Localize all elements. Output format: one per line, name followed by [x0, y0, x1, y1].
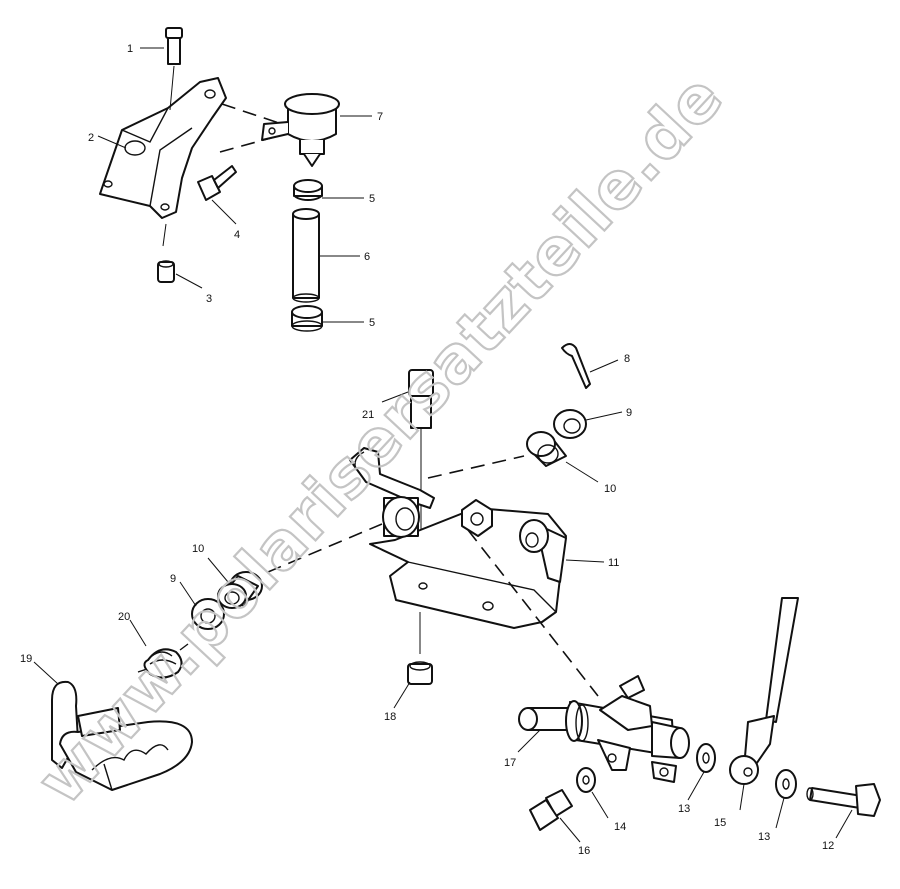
hose-6	[292, 208, 320, 303]
callout-21: 21	[362, 409, 374, 421]
callout-numbers: 1 2 3 4 5 5 6 7 8 9 9 10 10 11 12 13 13 …	[20, 43, 834, 857]
callout-5-upper: 5	[369, 193, 375, 205]
callout-7: 7	[377, 111, 383, 123]
callout-10-left: 10	[192, 543, 204, 555]
callout-17: 17	[504, 757, 516, 769]
spring-20	[137, 643, 189, 679]
master-cylinder-17	[518, 675, 690, 783]
bolt-12	[806, 783, 881, 817]
brake-pedal-19	[51, 680, 193, 791]
pivot-bolt-head	[461, 499, 493, 537]
callout-20: 20	[118, 611, 130, 623]
bushing-10-right	[526, 431, 567, 467]
callout-16: 16	[578, 845, 590, 857]
washer-13-right	[775, 769, 797, 799]
leader-lines	[33, 47, 853, 843]
brake-rod-15	[729, 597, 799, 785]
callout-9-right: 9	[626, 407, 632, 419]
bolt-21	[408, 369, 434, 429]
cotter-pin-8	[561, 343, 591, 389]
spacer-boss-left	[382, 496, 420, 538]
callout-13-right: 13	[758, 831, 770, 843]
callout-2: 2	[88, 132, 94, 144]
callout-19: 19	[20, 653, 32, 665]
reservoir-7	[261, 93, 340, 167]
nut-18	[407, 661, 433, 685]
callout-6: 6	[364, 251, 370, 263]
callout-14: 14	[614, 821, 626, 833]
washer-9-right	[553, 409, 587, 439]
callout-15: 15	[714, 817, 726, 829]
callout-13-left: 13	[678, 803, 690, 815]
callout-3: 3	[206, 293, 212, 305]
bracket-mount	[99, 65, 227, 247]
bolt-4	[197, 165, 237, 201]
washer-9-left	[191, 598, 225, 630]
bolt-1	[165, 27, 183, 65]
clamp-5-upper	[293, 179, 323, 201]
callout-11: 11	[608, 557, 619, 569]
bushing-10-left	[217, 571, 263, 609]
callout-8: 8	[624, 353, 630, 365]
bolt-16	[529, 789, 573, 831]
nut-3	[157, 260, 175, 283]
callout-9-left: 9	[170, 573, 176, 585]
callout-1: 1	[127, 43, 133, 55]
callout-5-lower: 5	[369, 317, 375, 329]
clamp-5-lower	[291, 305, 323, 332]
callout-12: 12	[822, 840, 834, 852]
washer-14	[576, 767, 596, 793]
callout-18: 18	[384, 711, 396, 723]
spacer-boss-right	[519, 519, 549, 553]
callout-4: 4	[234, 229, 240, 241]
washer-13-left	[696, 743, 716, 773]
bracket-11	[349, 447, 567, 629]
callout-10-right: 10	[604, 483, 616, 495]
